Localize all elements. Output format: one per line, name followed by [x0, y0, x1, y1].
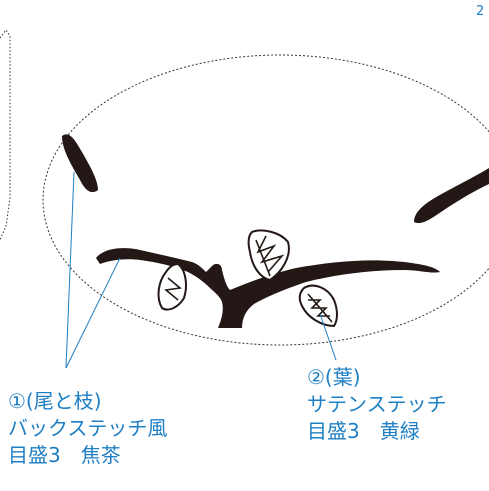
- corner-mark: 2: [476, 4, 485, 19]
- annotation-tail-branch: ①(尾と枝) バックステッチ風 目盛3 焦茶: [8, 388, 167, 469]
- annotation-leaf: ②(葉) サテンステッチ 目盛3 黄緑: [307, 364, 447, 445]
- annotation-leaf-title: ②(葉): [307, 365, 361, 389]
- annotation-tail-branch-stitch: バックステッチ風: [8, 416, 168, 440]
- tail-stroke-left: [62, 134, 98, 193]
- leader-line-tail: [65, 171, 75, 369]
- leaf-right: [298, 284, 338, 328]
- left-guide-frame: [0, 29, 11, 241]
- leader-line-leaf: [319, 313, 337, 361]
- leaf-left: [157, 262, 187, 311]
- leader-line-branch: [65, 257, 121, 369]
- annotation-leaf-stitch: サテンステッチ: [307, 392, 447, 416]
- tail-stroke-right: [414, 168, 489, 224]
- leaf-top: [247, 229, 290, 282]
- annotation-tail-branch-title: ①(尾と枝): [8, 389, 102, 413]
- annotation-tail-branch-thread: 目盛3 焦茶: [8, 443, 121, 467]
- annotation-leaf-thread: 目盛3 黄緑: [307, 419, 420, 443]
- hoop-outline: [42, 54, 489, 346]
